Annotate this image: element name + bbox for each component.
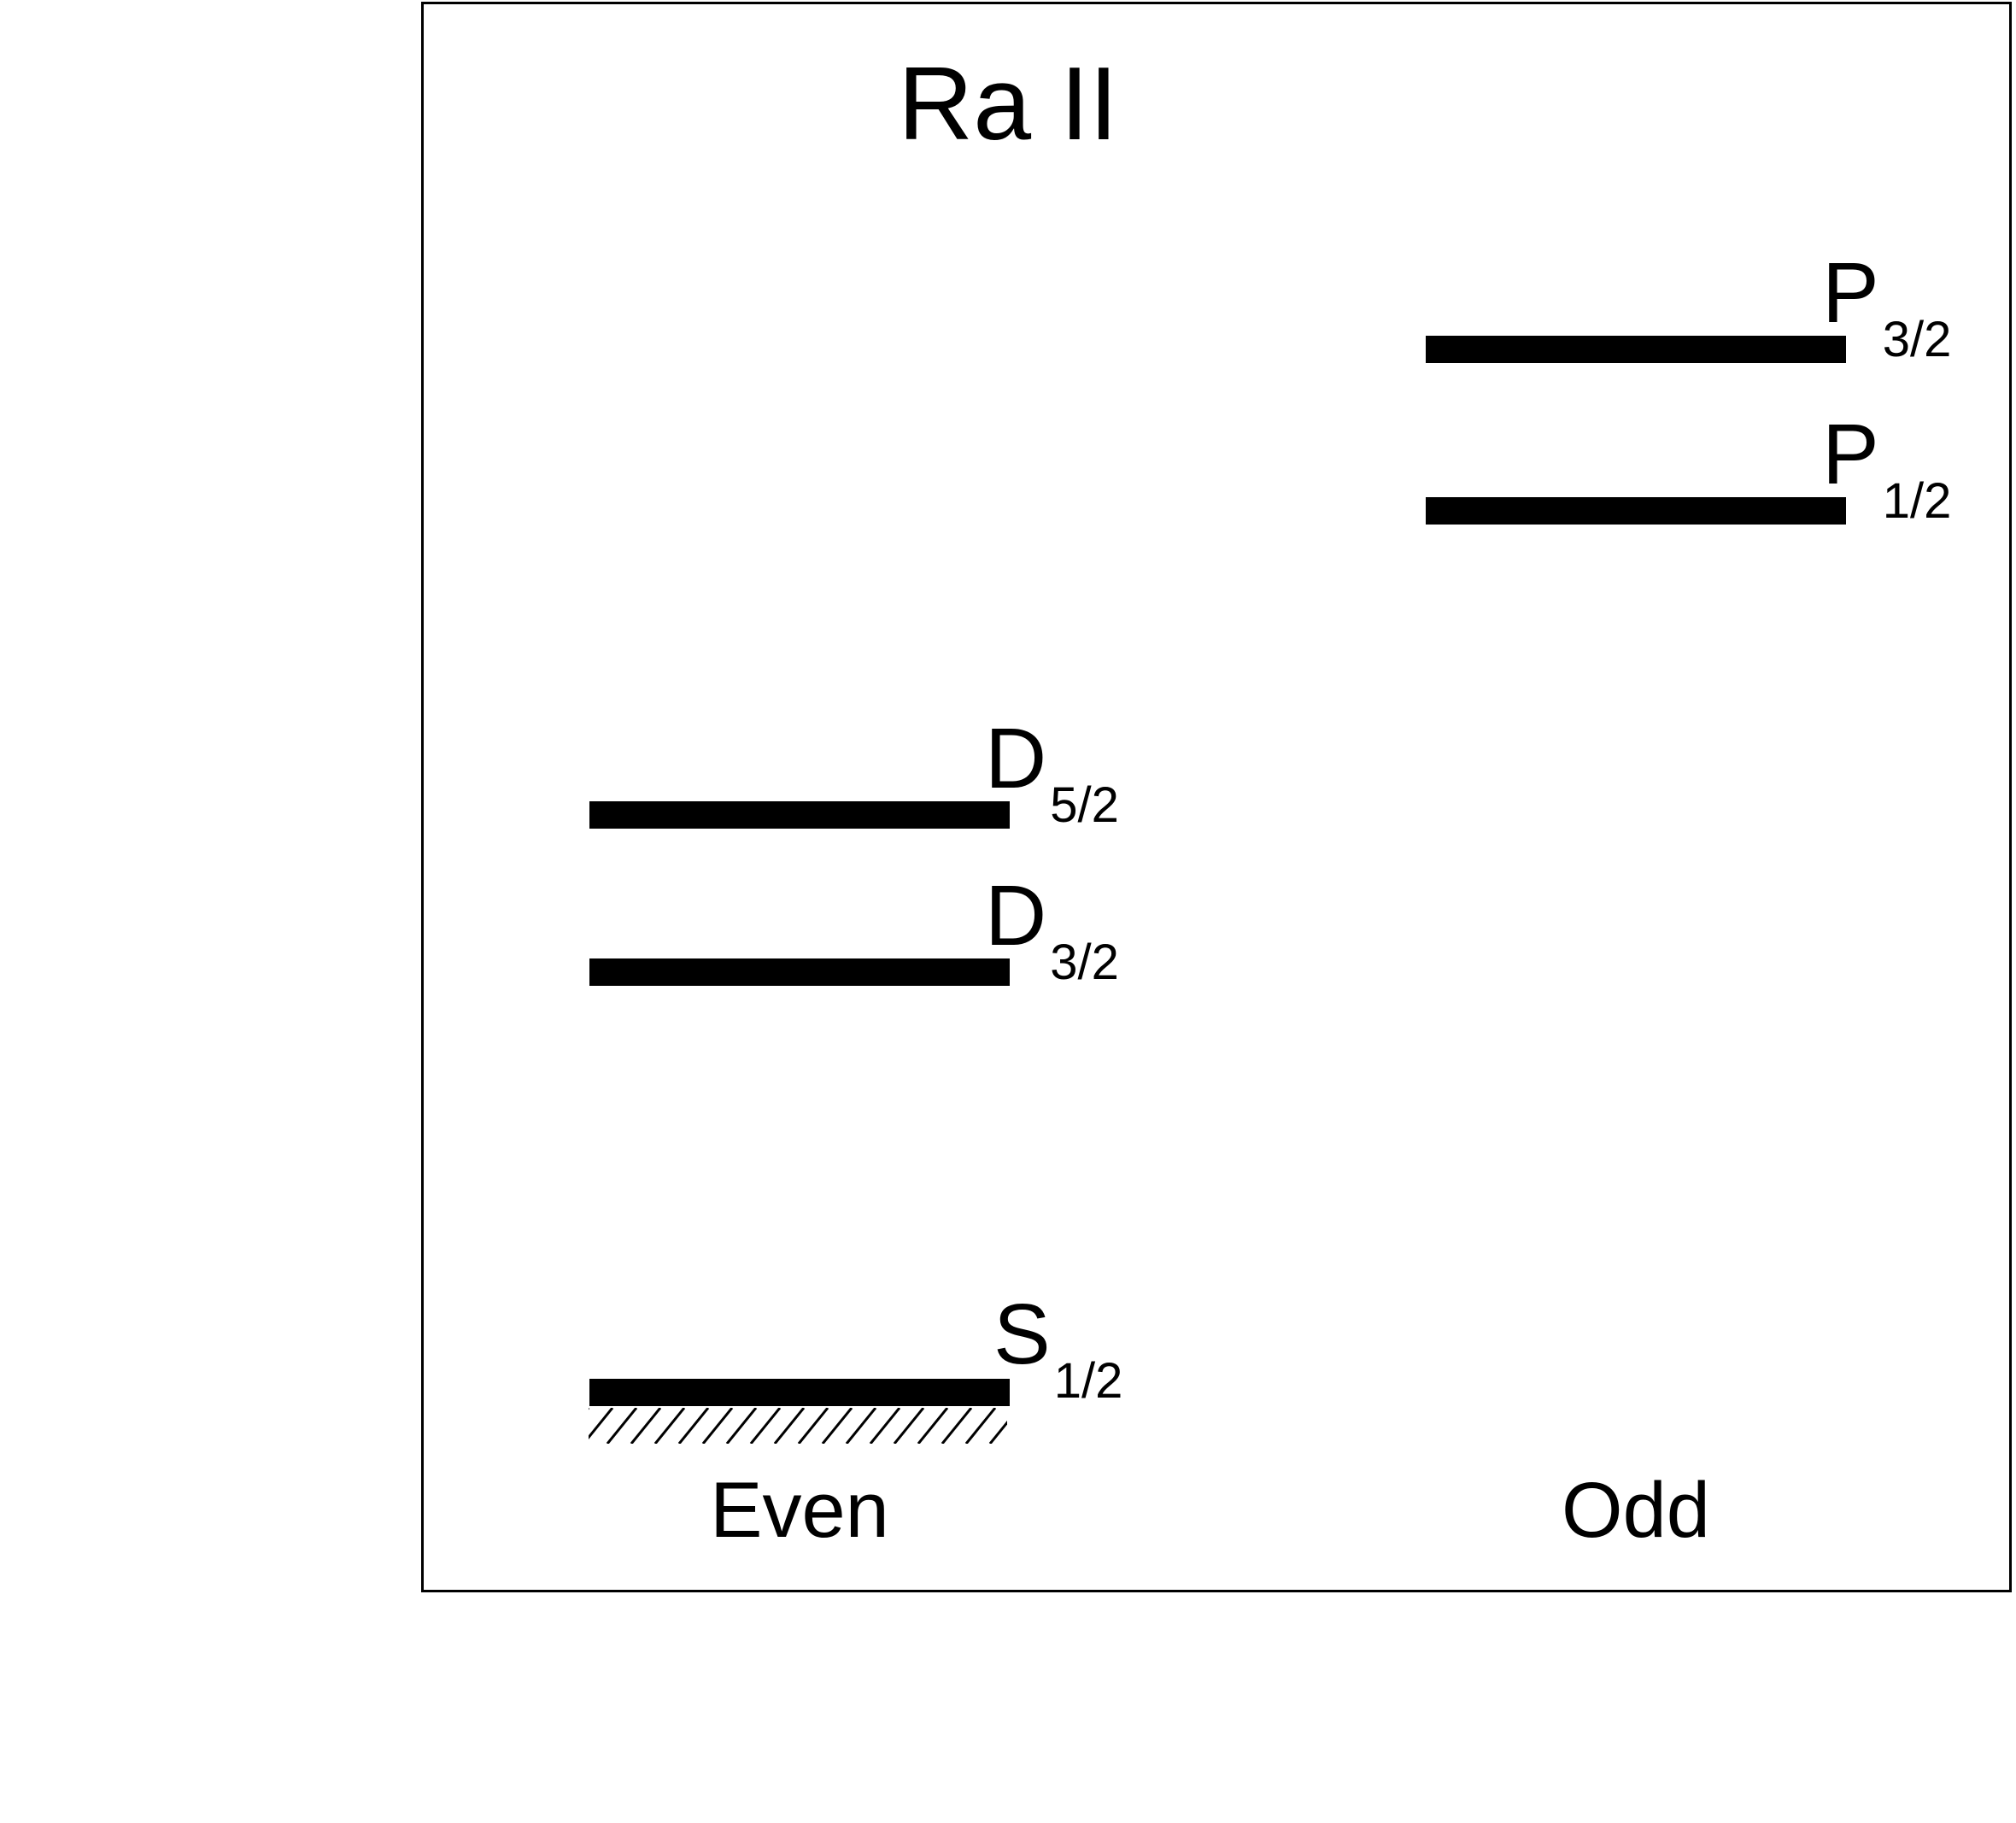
level-label-p32: P3/2 (1822, 250, 1951, 365)
hatch-line (821, 1408, 853, 1444)
level-letter: P (1822, 407, 1879, 502)
hatch-line (653, 1408, 686, 1444)
hatch-line (701, 1408, 734, 1444)
hatch-line (941, 1408, 973, 1444)
diagram-title: Ra II (898, 45, 1118, 161)
level-line-p32 (1426, 336, 1846, 363)
level-letter: S (993, 1287, 1051, 1382)
hatch-line (917, 1408, 949, 1444)
diagram-frame (421, 2, 2012, 1592)
column-label-even: Even (710, 1467, 889, 1554)
ground-state-hatching (589, 1408, 1007, 1444)
hatch-line (797, 1408, 829, 1444)
hatch-line (630, 1408, 662, 1444)
level-subscript: 3/2 (1050, 935, 1119, 990)
hatch-line (988, 1420, 1007, 1444)
level-label-s12: S1/2 (993, 1292, 1122, 1406)
hatch-line (677, 1408, 710, 1444)
hatch-line (964, 1408, 997, 1444)
level-label-p12: P1/2 (1822, 412, 1951, 526)
level-letter: D (985, 868, 1047, 964)
hatch-line (869, 1408, 901, 1444)
hatch-line (773, 1408, 806, 1444)
level-letter: D (985, 711, 1047, 806)
hatch-line (725, 1408, 758, 1444)
level-line-s12 (589, 1379, 1010, 1406)
column-label-odd: Odd (1562, 1467, 1710, 1554)
hatch-line (589, 1408, 614, 1439)
level-letter: P (1822, 245, 1879, 341)
level-label-d32: D3/2 (985, 873, 1119, 988)
level-subscript: 3/2 (1882, 312, 1952, 367)
level-subscript: 1/2 (1053, 1353, 1123, 1409)
level-line-d52 (589, 801, 1010, 829)
hatch-line (893, 1408, 925, 1444)
hatch-line (749, 1408, 782, 1444)
hatch-line (606, 1408, 638, 1444)
level-subscript: 1/2 (1882, 473, 1952, 529)
hatch-line (845, 1408, 877, 1444)
level-line-p12 (1426, 497, 1846, 525)
level-line-d32 (589, 958, 1010, 986)
level-label-d52: D5/2 (985, 716, 1119, 830)
level-subscript: 5/2 (1050, 777, 1119, 833)
